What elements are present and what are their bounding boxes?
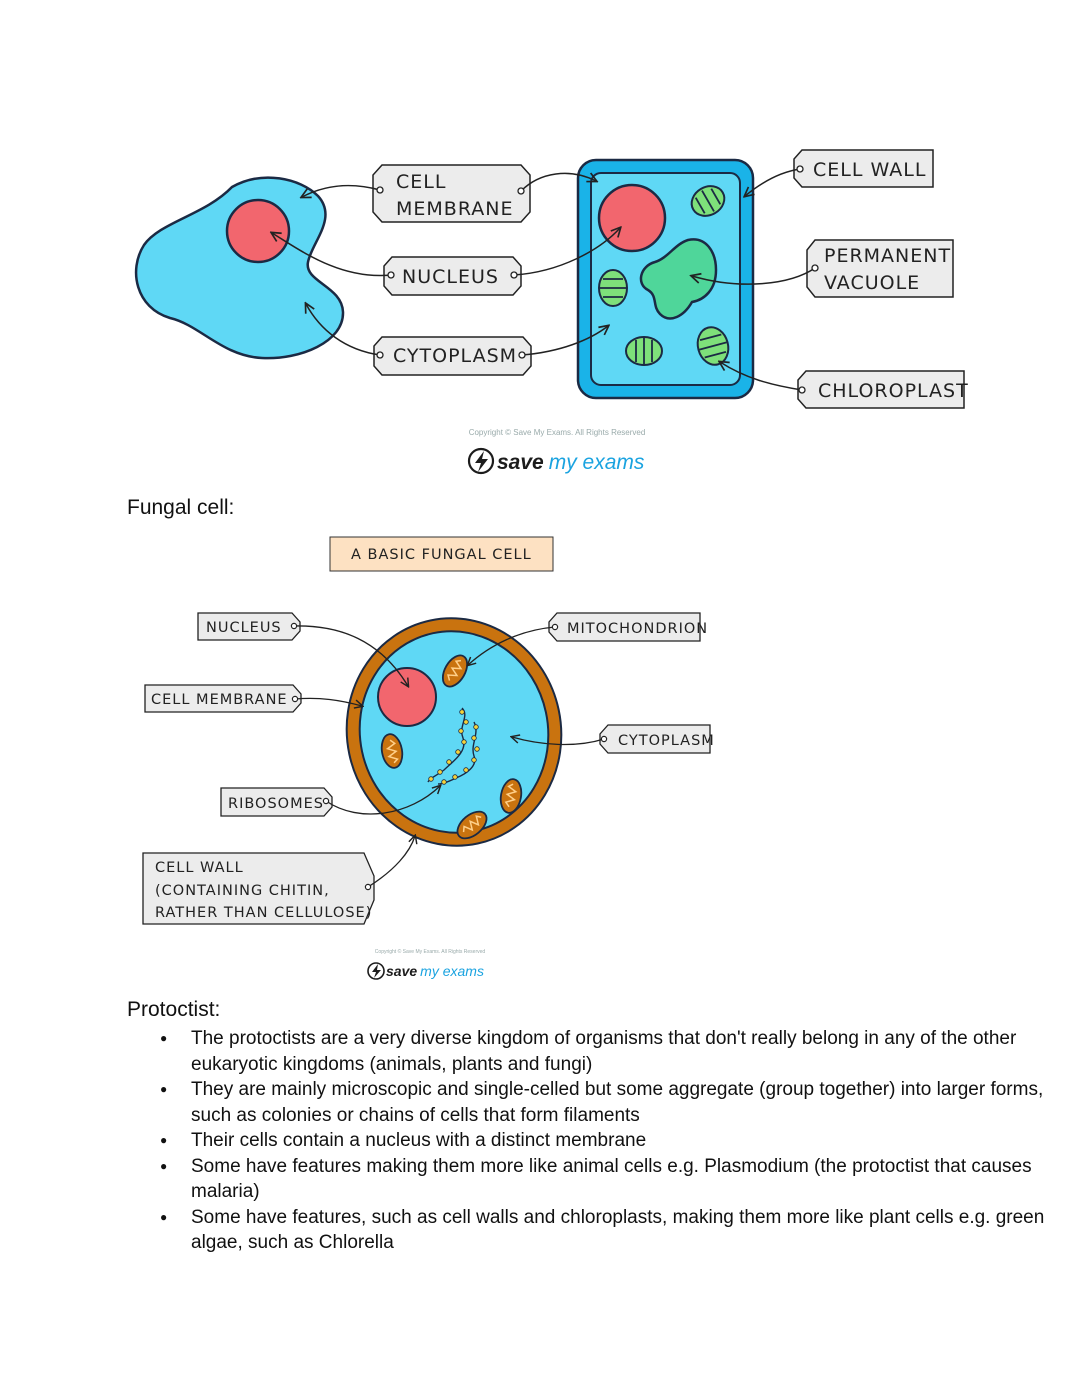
label-cytoplasm: CYTOPLASM bbox=[373, 336, 532, 376]
fungal-label-cell-membrane: CELL MEMBRANE bbox=[144, 684, 302, 713]
fungal-label-cytoplasm: CYTOPLASM bbox=[599, 724, 715, 754]
plant-cell bbox=[576, 158, 755, 400]
leader-lines-top bbox=[272, 168, 816, 391]
label-chloroplast: CHLOROPLAST bbox=[797, 370, 969, 409]
list-item: Their cells contain a nucleus with a dis… bbox=[160, 1128, 1051, 1154]
label-cell-membrane-line2: MEMBRANE bbox=[396, 198, 513, 220]
fungal-title-box: A BASIC FUNGAL CELL bbox=[329, 536, 554, 572]
mitochondrion-3 bbox=[499, 778, 523, 814]
connector-dots-top bbox=[376, 165, 819, 394]
fungal-label-mitochondrion-text: MITOCHONDRION bbox=[567, 621, 708, 637]
fungal-nucleus bbox=[377, 667, 437, 727]
fungal-label-wall-line2: (CONTAINING CHITIN, bbox=[155, 883, 330, 899]
label-nucleus: NUCLEUS bbox=[383, 256, 522, 296]
fungal-label-ribosomes: RIBOSOMES bbox=[220, 787, 333, 817]
list-item: The protoctists are a very diverse kingd… bbox=[160, 1026, 1051, 1077]
fungal-title-text: A BASIC FUNGAL CELL bbox=[351, 547, 532, 563]
copyright-text-2: Copyright © Save My Exams. All Rights Re… bbox=[375, 948, 486, 955]
list-item: Some have features, such as cell walls a… bbox=[160, 1205, 1051, 1256]
fungal-label-ribosomes-text: RIBOSOMES bbox=[228, 796, 324, 812]
leader-lines-fungal bbox=[293, 625, 605, 888]
bolt-logo-icon-2 bbox=[367, 962, 385, 980]
fungal-label-nucleus: NUCLEUS bbox=[197, 612, 301, 641]
mitochondrion-2 bbox=[380, 733, 404, 769]
fungal-label-nucleus-text: NUCLEUS bbox=[206, 620, 282, 636]
plant-vacuole bbox=[639, 238, 718, 320]
chloroplast-1 bbox=[690, 185, 726, 217]
fungal-label-wall-line1: CELL WALL bbox=[155, 860, 244, 876]
list-item: They are mainly microscopic and single-c… bbox=[160, 1077, 1051, 1128]
fungal-label-mitochondrion: MITOCHONDRION bbox=[548, 612, 708, 642]
fungal-label-cytoplasm-text: CYTOPLASM bbox=[618, 733, 715, 749]
protoctist-bullet-list: The protoctists are a very diverse kingd… bbox=[127, 1026, 1051, 1256]
chloroplast-3 bbox=[625, 336, 663, 366]
plant-nucleus bbox=[597, 183, 667, 253]
animal-cytoplasm bbox=[134, 176, 345, 360]
animal-cell bbox=[134, 176, 345, 360]
label-chloroplast-text: CHLOROPLAST bbox=[818, 380, 969, 402]
fungal-label-wall-line3: RATHER THAN CELLULOSE) bbox=[155, 905, 372, 921]
chloroplast-2 bbox=[598, 269, 628, 307]
protoctist-heading: Protoctist: bbox=[127, 998, 221, 1021]
label-cell-wall: CELL WALL bbox=[793, 149, 934, 188]
label-cell-wall-text: CELL WALL bbox=[813, 159, 926, 181]
label-nucleus-text: NUCLEUS bbox=[402, 266, 499, 288]
fungal-cell bbox=[345, 617, 563, 847]
label-cytoplasm-text: CYTOPLASM bbox=[393, 345, 517, 367]
label-cell-membrane: CELL MEMBRANE bbox=[372, 164, 531, 223]
ribosome-dots bbox=[428, 709, 480, 785]
list-item: Some have features making them more like… bbox=[160, 1154, 1051, 1205]
animal-nucleus bbox=[225, 198, 291, 264]
cell-diagrams: CELL MEMBRANE NUCLEUS CYTOPLASM CELL WAL… bbox=[134, 149, 969, 980]
connector-dots-fungal bbox=[290, 622, 608, 891]
mitochondrion-1 bbox=[441, 654, 469, 688]
fungal-label-cell-wall: CELL WALL (CONTAINING CHITIN, RATHER THA… bbox=[142, 852, 375, 925]
label-vacuole-line2: VACUOLE bbox=[824, 272, 920, 294]
fungal-label-membrane-text: CELL MEMBRANE bbox=[151, 692, 288, 708]
copyright-text-1: Copyright © Save My Exams. All Rights Re… bbox=[469, 428, 646, 437]
label-vacuole-line1: PERMANENT bbox=[824, 245, 951, 267]
bolt-logo-icon bbox=[467, 447, 495, 475]
label-cell-membrane-line1: CELL bbox=[396, 171, 446, 193]
mitochondrion-4 bbox=[456, 810, 488, 840]
label-permanent-vacuole: PERMANENT VACUOLE bbox=[806, 239, 954, 298]
fungal-cell-heading: Fungal cell: bbox=[127, 496, 235, 519]
